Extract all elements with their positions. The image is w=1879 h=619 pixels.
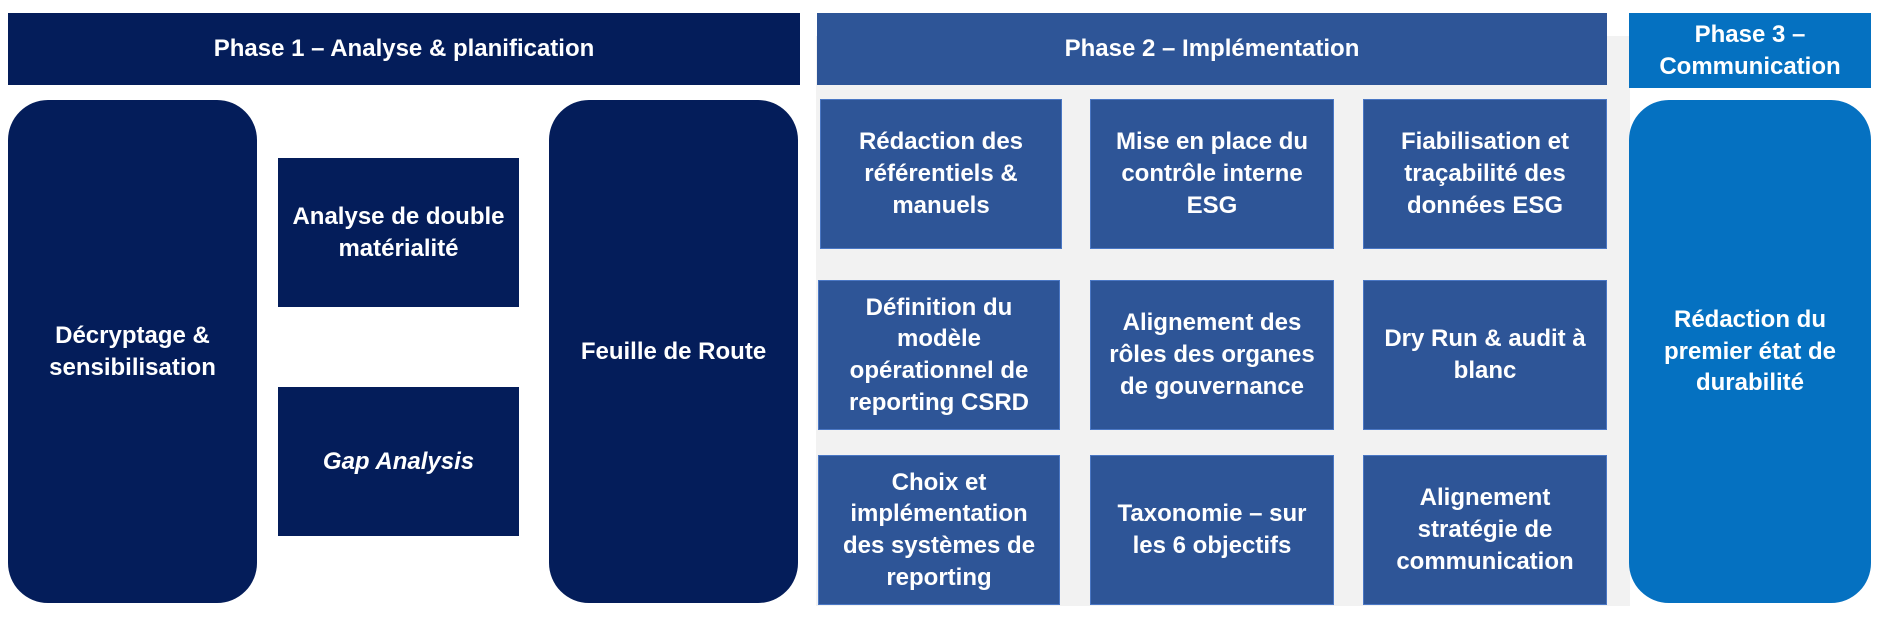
phase2-box-4: Définition du modèle opérationnel de rep… — [818, 280, 1060, 430]
phase2-header-label: Phase 2 – Implémentation — [1064, 35, 1360, 63]
phase2-box-8: Taxonomie – sur les 6 objectifs — [1090, 455, 1334, 605]
phase2-header: Phase 2 – Implémentation — [817, 13, 1607, 85]
phase2-box-5-label: Alignement des rôles des organes de gouv… — [1109, 309, 1315, 400]
phase3-header-label: Phase 3 – Communication — [1659, 20, 1841, 80]
phase3-header: Phase 3 – Communication — [1629, 13, 1871, 88]
decryptage-label: Décryptage & sensibilisation — [49, 321, 216, 381]
phase2-box-6: Dry Run & audit à blanc — [1363, 280, 1607, 430]
phase2-box-1-label: Rédaction des référentiels & manuels — [858, 128, 1024, 219]
phase2-box-2: Mise en place du contrôle interne ESG — [1090, 99, 1334, 249]
gap-analysis-box: Gap Analysis — [278, 387, 519, 536]
feuille-de-route-box: Feuille de Route — [549, 100, 798, 603]
feuille-de-route-label: Feuille de Route — [580, 337, 767, 365]
phase2-box-1: Rédaction des référentiels & manuels — [820, 99, 1062, 249]
gap-analysis-label: Gap Analysis — [322, 447, 475, 475]
analyse-box: Analyse de double matérialité — [278, 158, 519, 307]
phase2-box-9: Alignement stratégie de communication — [1363, 455, 1607, 605]
phase2-box-8-label: Taxonomie – sur les 6 objectifs — [1117, 500, 1307, 559]
phase2-box-4-label: Définition du modèle opérationnel de rep… — [849, 293, 1029, 416]
phase2-box-7-label: Choix et implémentation des systèmes de … — [842, 468, 1036, 591]
phase2-box-2-label: Mise en place du contrôle interne ESG — [1115, 128, 1309, 219]
analyse-label: Analyse de double matérialité — [292, 202, 505, 262]
phase2-box-5: Alignement des rôles des organes de gouv… — [1090, 280, 1334, 430]
phase2-box-9-label: Alignement stratégie de communication — [1396, 484, 1574, 575]
phase2-box-6-label: Dry Run & audit à blanc — [1384, 325, 1586, 384]
redaction-etat-label: Rédaction du premier état de durabilité — [1663, 305, 1837, 397]
phase2-box-3-label: Fiabilisation et traçabilité des données… — [1400, 128, 1570, 219]
decryptage-box: Décryptage & sensibilisation — [8, 100, 257, 603]
phase2-box-7: Choix et implémentation des systèmes de … — [818, 455, 1060, 605]
phase1-header: Phase 1 – Analyse & planification — [8, 13, 800, 85]
phase1-header-label: Phase 1 – Analyse & planification — [213, 35, 595, 63]
phase2-box-3: Fiabilisation et traçabilité des données… — [1363, 99, 1607, 249]
redaction-etat-box: Rédaction du premier état de durabilité — [1629, 100, 1871, 603]
